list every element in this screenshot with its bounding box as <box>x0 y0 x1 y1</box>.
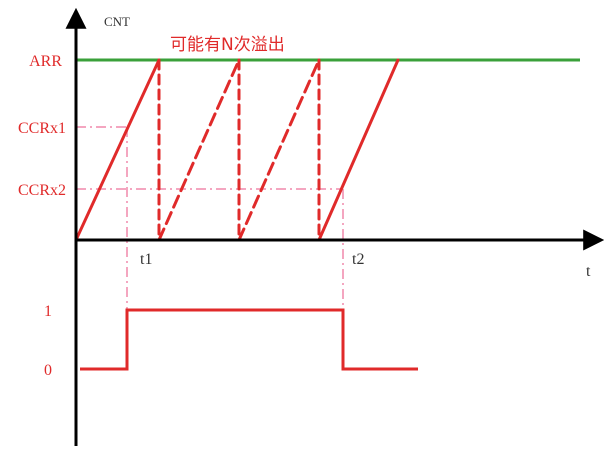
counter-ramp-1 <box>74 58 161 242</box>
arr-label: ARR <box>29 53 62 70</box>
counter-waveform <box>74 58 400 242</box>
time-axis-label: t <box>586 263 591 280</box>
ccrx1-label: CCRx1 <box>18 120 66 137</box>
level-0-label: 0 <box>44 362 52 379</box>
cnt-axis-label: CNT <box>104 14 130 29</box>
t1-label: t1 <box>140 251 152 268</box>
t2-label: t2 <box>352 251 364 268</box>
guide-lines <box>76 126 344 310</box>
counter-ramp-3 <box>237 58 321 242</box>
ccrx2-label: CCRx2 <box>18 182 66 199</box>
counter-ramp-2 <box>157 58 241 242</box>
counter-ramp-4 <box>317 58 400 242</box>
level-1-label: 1 <box>44 303 52 320</box>
output-pulse <box>80 308 418 371</box>
overflow-annotation: 可能有N次溢出 <box>170 35 285 55</box>
